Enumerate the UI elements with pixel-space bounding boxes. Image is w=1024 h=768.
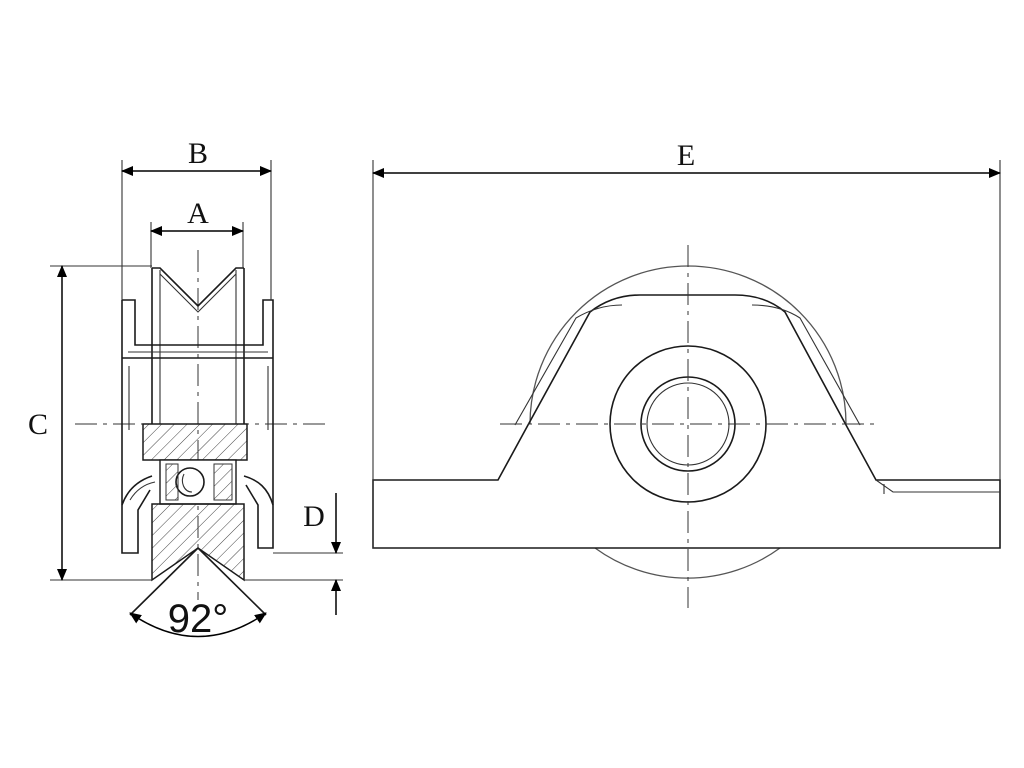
- track-profile: 92°: [129, 547, 267, 641]
- dimension-b-label: B: [188, 137, 208, 170]
- dimension-a-label: A: [187, 197, 209, 230]
- hub-section: [142, 423, 248, 582]
- bracket-section: [121, 299, 274, 554]
- wheel-upper: [151, 267, 245, 424]
- dimension-c-label: C: [28, 408, 48, 441]
- dimension-a: A: [150, 197, 244, 268]
- dimension-d-label: D: [303, 500, 325, 533]
- front-view: E: [372, 139, 1001, 608]
- dimension-c: C: [28, 265, 152, 581]
- side-view: 92° B A C D: [28, 137, 343, 641]
- dimension-d: D: [244, 493, 343, 615]
- dimension-b: B: [121, 137, 272, 300]
- bracket-body: [372, 294, 1001, 549]
- dimension-e-label: E: [677, 139, 695, 172]
- angle-label: 92°: [168, 597, 229, 641]
- dimension-e: E: [372, 139, 1001, 548]
